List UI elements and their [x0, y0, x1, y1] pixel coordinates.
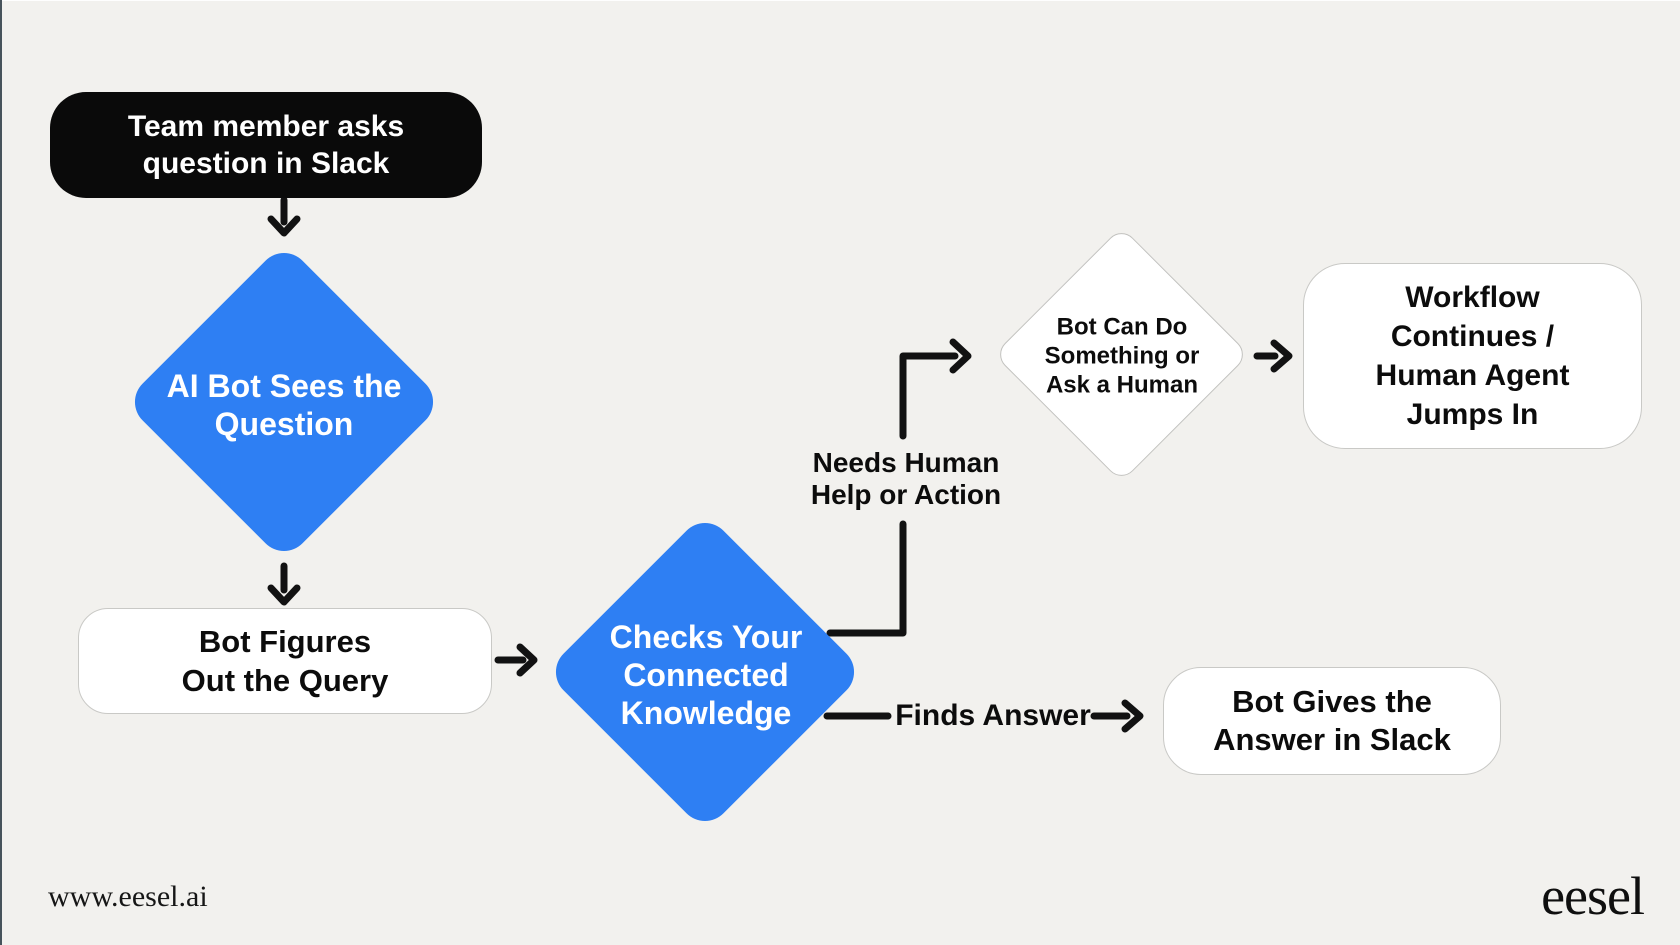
connector-can-do-to-workflow-arrow — [1253, 339, 1293, 373]
top-edge-line — [0, 0, 1680, 1]
connector-ai-bot-to-figures-arrow — [267, 562, 301, 606]
left-edge-line — [0, 0, 2, 945]
brand-logo-wordmark: eesel — [1541, 866, 1645, 926]
connector-start-to-ai-bot-arrow — [267, 196, 301, 237]
footer-website-text: www.eesel.ai — [48, 880, 208, 913]
connector-needs-human-elbow-lower — [826, 520, 907, 637]
connector-figures-to-checks-arrow — [494, 643, 538, 677]
connector-finds-answer-arrow — [1090, 699, 1144, 733]
edge-label-finds-answer: Finds Answer — [895, 699, 1091, 732]
connector-needs-human-elbow-upper-arrow — [899, 338, 972, 440]
